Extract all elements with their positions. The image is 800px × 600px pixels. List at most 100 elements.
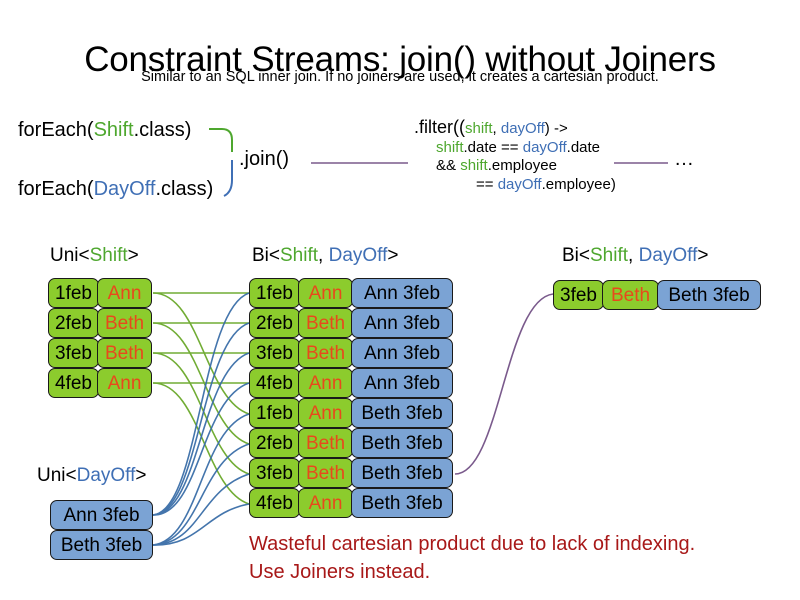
dayoff-card[interactable]: Beth 3feb <box>50 530 153 560</box>
product-date: 1feb <box>249 398 300 428</box>
result-date: 3feb <box>553 280 604 310</box>
product-employee: Beth <box>298 428 353 458</box>
dayoff-label: Ann 3feb <box>50 500 153 530</box>
foreach-shift-type: Shift <box>93 119 134 141</box>
product-date: 4feb <box>249 368 300 398</box>
filter-open: .filter(( <box>414 117 465 137</box>
product-employee: Beth <box>298 308 353 338</box>
foreach-dayoff-type: DayOff <box>93 178 156 200</box>
shift-card[interactable]: 2feb Beth <box>48 308 152 338</box>
product-row[interactable]: 1feb Ann Beth 3feb <box>249 398 453 428</box>
result-dayoff: Beth 3feb <box>657 280 761 310</box>
shift-date: 4feb <box>48 368 99 398</box>
shift-card[interactable]: 1feb Ann <box>48 278 152 308</box>
bi-right-type1: Shift <box>590 245 629 266</box>
product-row[interactable]: 1feb Ann Ann 3feb <box>249 278 453 308</box>
filter-l2-b: .date <box>566 138 601 156</box>
code-foreach-dayoff: forEach(DayOff.class) <box>18 178 213 201</box>
shift-employee: Beth <box>97 338 152 368</box>
product-dayoff: Beth 3feb <box>351 398 453 428</box>
filter-line-2: shift.date == dayOff.date <box>436 139 616 157</box>
label-uni-dayoff: Uni<DayOff> <box>37 465 147 487</box>
product-date: 2feb <box>249 428 300 458</box>
warning-text: Wasteful cartesian product due to lack o… <box>249 531 695 586</box>
label-bi-middle: Bi<Shift, DayOff> <box>252 245 398 267</box>
uni-shift-suffix: > <box>127 245 139 266</box>
result-employee: Beth <box>602 280 659 310</box>
dayoff-card[interactable]: Ann 3feb <box>50 500 153 530</box>
product-row[interactable]: 4feb Ann Ann 3feb <box>249 368 453 398</box>
shift-employee: Ann <box>97 368 152 398</box>
uni-dayoff-type: DayOff <box>76 465 136 486</box>
dayoff-label: Beth 3feb <box>50 530 153 560</box>
product-employee: Ann <box>298 398 353 428</box>
product-date: 2feb <box>249 308 300 338</box>
warning-line-1: Wasteful cartesian product due to lack o… <box>249 533 696 555</box>
product-employee: Ann <box>298 488 353 518</box>
bi-right-prefix: Bi< <box>562 245 590 266</box>
filter-line-3: && shift.employee <box>436 157 616 175</box>
shift-date: 1feb <box>48 278 99 308</box>
filtered-result-card[interactable]: 3feb Beth Beth 3feb <box>553 280 761 310</box>
uni-dayoff-suffix: > <box>135 465 147 486</box>
filter-param-comma: , <box>492 120 501 137</box>
bi-middle-comma: , <box>318 245 329 266</box>
bi-right-type2: DayOff <box>638 245 698 266</box>
filter-l4-b: .employee) <box>541 175 616 193</box>
product-row[interactable]: 2feb Beth Beth 3feb <box>249 428 453 458</box>
bi-middle-type2: DayOff <box>328 245 388 266</box>
filter-arrow: ) -> <box>544 120 568 137</box>
product-row[interactable]: 3feb Beth Ann 3feb <box>249 338 453 368</box>
code-ellipsis: … <box>674 148 694 170</box>
shift-date: 2feb <box>48 308 99 338</box>
filter-l2-a: .date == <box>463 138 523 156</box>
filter-l3-a: && <box>436 157 461 175</box>
product-date: 4feb <box>249 488 300 518</box>
shift-date: 3feb <box>48 338 99 368</box>
bi-middle-prefix: Bi< <box>252 245 280 266</box>
product-row[interactable]: 3feb Beth Beth 3feb <box>249 458 453 488</box>
shift-card[interactable]: 4feb Ann <box>48 368 152 398</box>
product-dayoff: Ann 3feb <box>351 278 453 308</box>
page-subtitle: Similar to an SQL inner join. If no join… <box>141 69 659 85</box>
uni-dayoff-prefix: Uni< <box>37 465 77 486</box>
page-title: Constraint Streams: join() without Joine… <box>84 40 716 80</box>
bi-right-suffix: > <box>697 245 709 266</box>
product-employee: Ann <box>298 278 353 308</box>
product-employee: Beth <box>298 458 353 488</box>
foreach-shift-prefix: forEach( <box>18 119 94 141</box>
warning-line-2: Use Joiners instead. <box>249 560 431 583</box>
product-date: 1feb <box>249 278 300 308</box>
product-row[interactable]: 2feb Beth Ann 3feb <box>249 308 453 338</box>
bi-middle-type1: Shift <box>280 245 319 266</box>
foreach-dayoff-prefix: forEach( <box>18 178 94 200</box>
code-filter-block: .filter((shift, dayOff) -> shift.date ==… <box>414 117 616 194</box>
shift-card[interactable]: 3feb Beth <box>48 338 152 368</box>
product-date: 3feb <box>249 338 300 368</box>
product-dayoff: Ann 3feb <box>351 308 453 338</box>
product-employee: Ann <box>298 368 353 398</box>
shift-employee: Beth <box>97 308 152 338</box>
filter-param-dayoff: dayOff <box>500 120 545 137</box>
foreach-dayoff-suffix: .class) <box>155 178 214 200</box>
filter-l2-shift: shift <box>436 138 464 156</box>
filter-l3-b: .employee <box>487 157 557 175</box>
product-dayoff: Beth 3feb <box>351 458 453 488</box>
product-dayoff: Ann 3feb <box>351 368 453 398</box>
bi-middle-suffix: > <box>387 245 399 266</box>
product-dayoff: Ann 3feb <box>351 338 453 368</box>
label-uni-shift: Uni<Shift> <box>50 245 139 267</box>
product-dayoff: Beth 3feb <box>351 488 453 518</box>
product-dayoff: Beth 3feb <box>351 428 453 458</box>
filter-param-shift: shift <box>465 120 493 137</box>
product-employee: Beth <box>298 338 353 368</box>
foreach-shift-suffix: .class) <box>133 119 192 141</box>
filter-l2-dayoff: dayOff <box>522 138 567 156</box>
code-foreach-shift: forEach(Shift.class) <box>18 119 191 142</box>
product-date: 3feb <box>249 458 300 488</box>
code-join-call: .join() <box>239 148 290 170</box>
shift-employee: Ann <box>97 278 152 308</box>
uni-shift-prefix: Uni< <box>50 245 90 266</box>
product-row[interactable]: 4feb Ann Beth 3feb <box>249 488 453 518</box>
